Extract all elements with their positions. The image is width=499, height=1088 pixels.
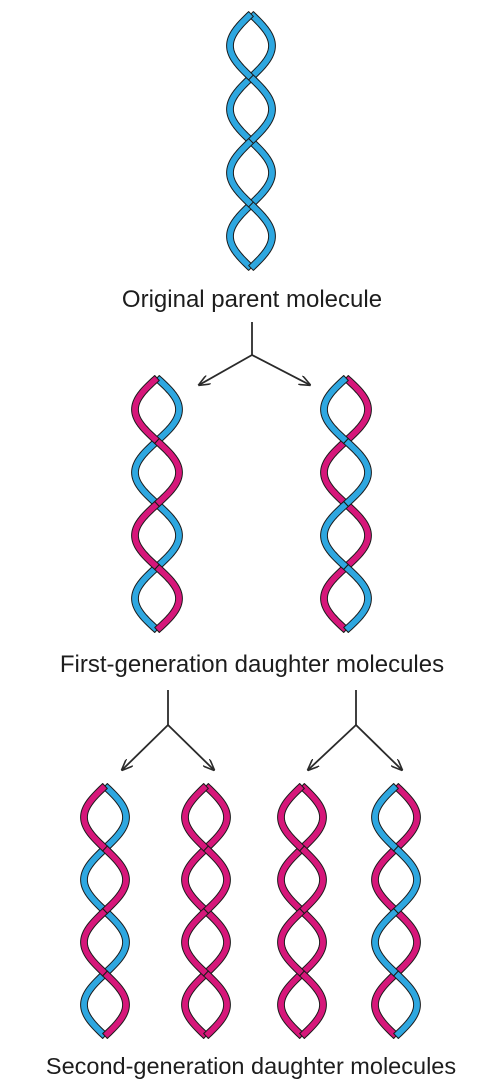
new-strand-segment [103, 846, 130, 913]
parental-strand-segment [249, 139, 276, 207]
new-strand-segment [300, 909, 327, 976]
arrow-to-first-gen-right [252, 355, 310, 385]
parental-strand-segment [249, 75, 276, 143]
parent-dna-helix [227, 12, 276, 271]
new-strand-segment [182, 846, 209, 913]
parent-molecule-label: Original parent molecule [122, 286, 382, 313]
parental-strand-segment [103, 909, 130, 976]
new-strand-segment [182, 909, 209, 976]
second-gen-dna-helix-3 [278, 784, 327, 1039]
parental-strand-segment [227, 75, 254, 143]
second-gen-dna-helix-4 [372, 784, 421, 1039]
first-generation-label: First-generation daughter molecules [60, 651, 444, 678]
new-strand-segment [182, 971, 209, 1038]
new-strand-segment [132, 375, 160, 443]
new-strand-segment [132, 501, 160, 569]
parental-strand-segment [132, 438, 160, 506]
new-strand-segment [278, 971, 305, 1038]
new-strand-segment [155, 438, 183, 506]
new-strand-segment [394, 784, 421, 851]
new-strand-segment [81, 784, 108, 851]
new-strand-segment [155, 564, 183, 632]
first-gen-dna-helix-right [321, 375, 372, 632]
second-gen-dna-helix-2 [182, 784, 231, 1039]
new-strand-segment [278, 909, 305, 976]
new-strand-segment [300, 971, 327, 1038]
branch-arrows-first-left [122, 690, 214, 770]
parental-strand-segment [227, 12, 254, 80]
new-strand-segment [344, 501, 372, 569]
parental-strand-segment [132, 564, 160, 632]
new-strand-segment [204, 909, 231, 976]
parental-strand-segment [344, 438, 372, 506]
parental-strand-segment [372, 909, 399, 976]
new-strand-segment [278, 784, 305, 851]
new-strand-segment [372, 971, 399, 1038]
parental-strand-segment [321, 501, 349, 569]
parental-strand-segment [81, 846, 108, 913]
new-strand-segment [81, 909, 108, 976]
new-strand-segment [182, 784, 209, 851]
arrow-to-second-gen-1 [122, 725, 168, 770]
parental-strand-segment [103, 784, 130, 851]
new-strand-segment [204, 971, 231, 1038]
new-strand-segment [278, 846, 305, 913]
new-strand-segment [344, 375, 372, 443]
second-generation-label: Second-generation daughter molecules [46, 1053, 456, 1079]
branch-arrows-first-right [308, 690, 402, 770]
parental-strand-segment [344, 564, 372, 632]
arrow-to-second-gen-4 [356, 725, 402, 770]
new-strand-segment [321, 564, 349, 632]
new-strand-segment [204, 784, 231, 851]
new-strand-segment [103, 971, 130, 1038]
arrow-to-second-gen-2 [168, 725, 214, 770]
parental-strand-segment [394, 846, 421, 913]
parental-strand-segment [227, 139, 254, 207]
new-strand-segment [300, 846, 327, 913]
new-strand-segment [372, 846, 399, 913]
new-strand-segment [321, 438, 349, 506]
branch-arrows-parent [199, 322, 310, 385]
new-strand-segment [300, 784, 327, 851]
parental-strand-segment [81, 971, 108, 1038]
parental-strand-segment [155, 375, 183, 443]
parental-strand-segment [394, 971, 421, 1038]
new-strand-segment [204, 846, 231, 913]
new-strand-segment [394, 909, 421, 976]
parental-strand-segment [372, 784, 399, 851]
arrow-to-first-gen-left [199, 355, 252, 385]
parental-strand-segment [249, 12, 276, 80]
second-gen-dna-helix-1 [81, 784, 130, 1039]
parental-strand-segment [227, 202, 254, 270]
parental-strand-segment [249, 202, 276, 270]
first-gen-dna-helix-left [132, 375, 183, 632]
parental-strand-segment [155, 501, 183, 569]
parental-strand-segment [321, 375, 349, 443]
arrow-to-second-gen-3 [308, 725, 356, 770]
